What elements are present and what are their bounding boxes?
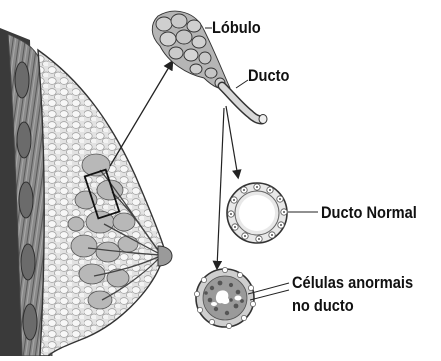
ducto-label: Ducto: [248, 66, 289, 86]
abnormal-duct-cross-section: [194, 267, 255, 328]
abnormal-pointer-upper: [248, 283, 289, 294]
no-ducto-label: no ducto: [292, 296, 354, 316]
celulas-anormais-label: Células anormais: [292, 273, 413, 293]
arrow-to-normal: [226, 106, 238, 177]
nipple: [158, 246, 172, 266]
ducto-normal-label: Ducto Normal: [321, 203, 417, 223]
magnify-arrow: [110, 62, 172, 166]
normal-duct-cross-section: [227, 183, 287, 243]
duct-illustration: [222, 86, 267, 124]
lobulo-label: Lóbulo: [212, 18, 261, 38]
arrow-to-abnormal: [217, 108, 224, 268]
ducto-pointer: [236, 80, 248, 88]
